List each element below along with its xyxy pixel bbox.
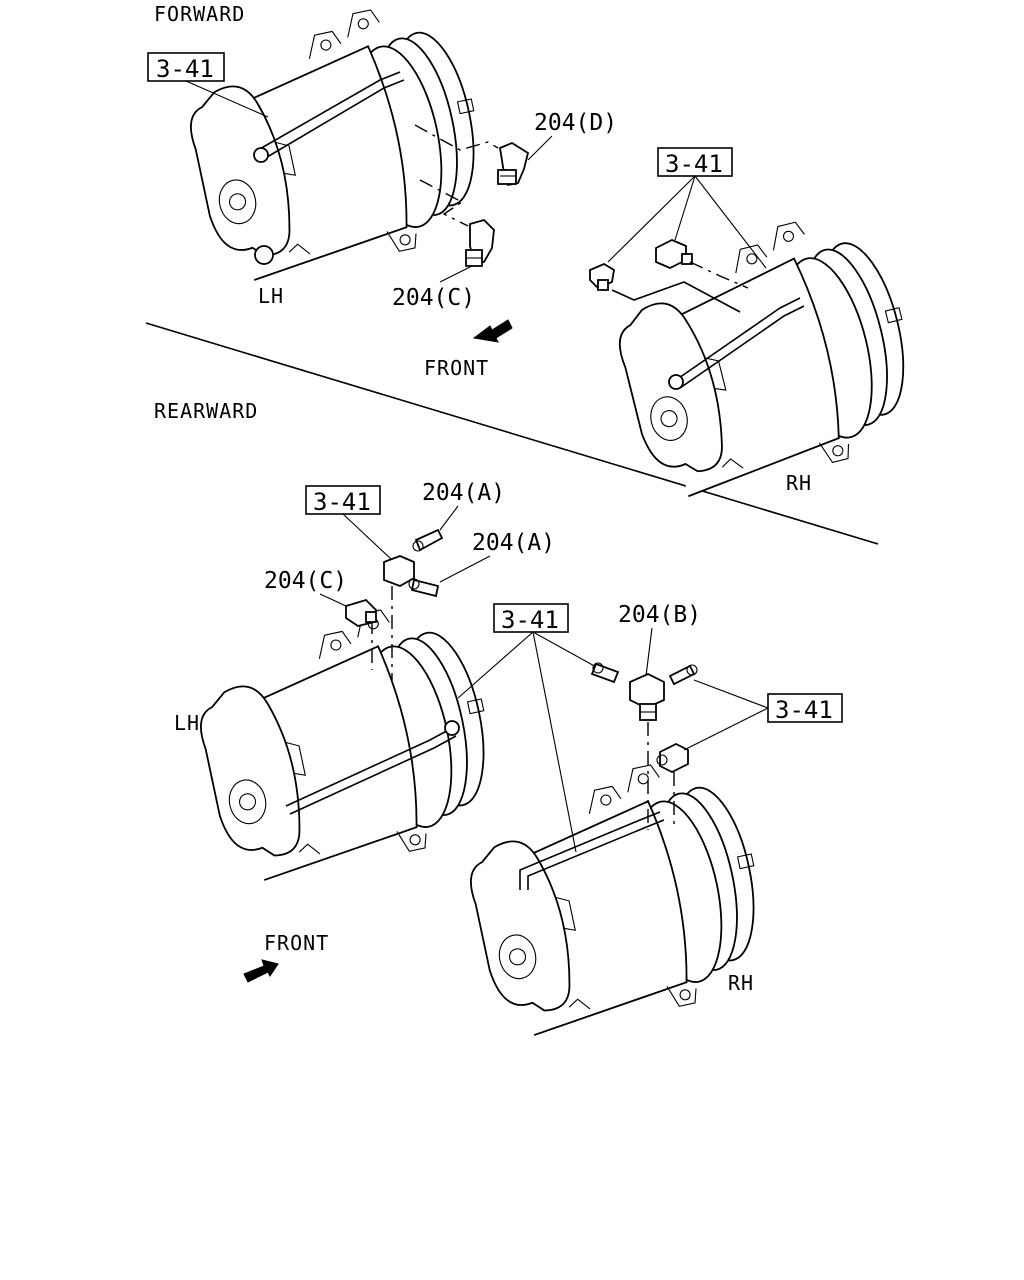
ref-label-forward-rh: 3-41	[665, 150, 723, 178]
side-label-rearward-rh: RH	[728, 971, 754, 995]
fitting-forward-rh-left	[589, 262, 615, 291]
side-label-rearward-lh: LH	[174, 711, 200, 735]
rearward-label: REARWARD	[154, 399, 258, 423]
fitting-forward-rh-tee	[655, 239, 693, 269]
ref-box-rearward-lh	[305, 485, 381, 515]
front-arrow-lower	[243, 959, 279, 983]
compressor-rearward-rh	[453, 747, 781, 1045]
compressor-rearward-lh	[183, 592, 511, 890]
ref-label-rearward-rh: 3-41	[775, 696, 833, 724]
part-label-204c-rearward: 204(C)	[264, 568, 347, 594]
side-label-forward-rh: RH	[786, 471, 812, 495]
fitting-rearward-rh-right	[668, 664, 698, 686]
side-label-forward-lh: LH	[258, 284, 284, 308]
fitting-204c-rearward	[345, 598, 377, 627]
section-divider	[145, 322, 879, 545]
fitting-204a-lower	[408, 578, 440, 598]
part-label-204a-lower: 204(A)	[472, 530, 555, 556]
ref-label-rearward-center: 3-41	[501, 606, 559, 634]
ref-box-forward-rh	[657, 147, 733, 177]
front-arrow-upper	[472, 319, 513, 343]
part-label-204c-forward: 204(C)	[392, 285, 475, 311]
ref-label-forward-lh: 3-41	[156, 55, 214, 83]
fitting-rearward-rh-elbow	[656, 742, 689, 774]
fitting-elbow-rearward-lh	[383, 555, 415, 587]
fitting-204a-upper	[412, 528, 444, 552]
front-label-upper: FRONT	[424, 356, 489, 380]
part-label-204b: 204(B)	[618, 602, 701, 628]
ref-label-rearward-lh: 3-41	[313, 488, 371, 516]
mount-bolt	[254, 245, 274, 265]
compressor-forward-rh	[599, 201, 933, 507]
ref-box-rearward-center	[493, 603, 569, 633]
fitting-rearward-rh-left	[590, 662, 620, 684]
ref-box-rearward-rh	[767, 693, 843, 723]
part-label-204d: 204(D)	[534, 110, 617, 136]
fitting-204b	[629, 673, 665, 721]
front-label-lower: FRONT	[264, 931, 329, 955]
fitting-204c-forward	[465, 218, 495, 267]
part-label-204a-upper: 204(A)	[422, 480, 505, 506]
fitting-204d	[497, 141, 530, 187]
forward-label: FORWARD	[154, 2, 245, 26]
